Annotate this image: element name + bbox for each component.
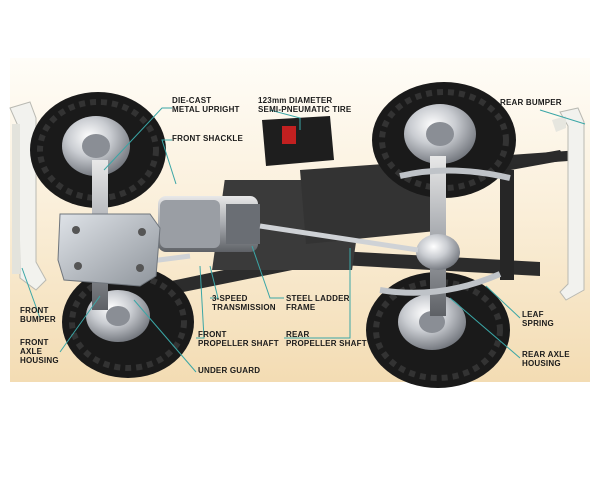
label-front-bumper: FRONT BUMPER xyxy=(20,306,56,324)
label-frame-line1: STEEL LADDER xyxy=(286,294,350,303)
label-front-shackle-line1: FRONT SHACKLE xyxy=(172,134,244,143)
label-tire-line1: 123mm DIAMETER xyxy=(258,96,333,105)
label-front-axle-line1: FRONT xyxy=(20,338,49,347)
label-rear-axle-line2: HOUSING xyxy=(522,359,561,368)
label-front-shackle: FRONT SHACKLE xyxy=(172,134,243,143)
label-rear-axle-housing: REAR AXLE HOUSING xyxy=(522,350,570,368)
front-under-guard xyxy=(57,213,161,287)
label-rear-bumper-line1: REAR BUMPER xyxy=(500,98,562,107)
label-front-axle-line2: AXLE xyxy=(20,347,43,356)
rear-bumper xyxy=(552,107,585,301)
label-front-propeller-shaft: FRONT PROPELLER SHAFT xyxy=(198,330,279,348)
label-rear-bumper: REAR BUMPER xyxy=(500,98,562,107)
rear-axle-housing xyxy=(416,156,460,316)
label-front-bumper-line1: FRONT xyxy=(20,306,49,315)
label-front-axle-line3: HOUSING xyxy=(20,356,59,365)
label-leaf-spring-line2: SPRING xyxy=(522,319,554,328)
label-front-axle-housing: FRONT AXLE HOUSING xyxy=(20,338,59,365)
label-under-guard-line1: UNDER GUARD xyxy=(198,366,261,375)
label-transmission: 3-SPEED TRANSMISSION xyxy=(212,294,276,312)
label-rear-prop-line1: REAR xyxy=(286,330,310,339)
label-die-cast-upright: DIE-CAST METAL UPRIGHT xyxy=(172,96,240,114)
rear-right-tire xyxy=(366,272,510,388)
label-tire: 123mm DIAMETER SEMI-PNEUMATIC TIRE xyxy=(258,96,351,114)
label-die-cast-line1: DIE-CAST xyxy=(172,96,212,105)
label-front-prop-line1: FRONT xyxy=(198,330,227,339)
label-rear-propeller-shaft: REAR PROPELLER SHAFT xyxy=(286,330,367,348)
label-rear-prop-line2: PROPELLER SHAFT xyxy=(286,339,367,348)
label-front-prop-line2: PROPELLER SHAFT xyxy=(198,339,279,348)
rear-leaf-spring xyxy=(379,167,511,296)
label-rear-axle-line1: REAR AXLE xyxy=(522,350,570,359)
label-die-cast-line2: METAL UPRIGHT xyxy=(172,105,240,114)
transmission-motor xyxy=(158,196,260,252)
label-leaf-spring-line1: LEAF xyxy=(522,310,544,319)
rear-left-tire xyxy=(372,82,516,198)
leader-lines xyxy=(21,107,586,373)
label-transmission-line2: TRANSMISSION xyxy=(212,303,276,312)
label-under-guard: UNDER GUARD xyxy=(198,366,260,375)
label-front-bumper-line2: BUMPER xyxy=(20,315,56,324)
label-frame-line2: FRAME xyxy=(286,303,316,312)
label-tire-line2: SEMI-PNEUMATIC TIRE xyxy=(258,105,352,114)
label-steel-ladder-frame: STEEL LADDER FRAME xyxy=(286,294,350,312)
label-leaf-spring: LEAF SPRING xyxy=(522,310,554,328)
label-transmission-line1: 3-SPEED xyxy=(212,294,248,303)
front-bumper xyxy=(9,101,47,291)
